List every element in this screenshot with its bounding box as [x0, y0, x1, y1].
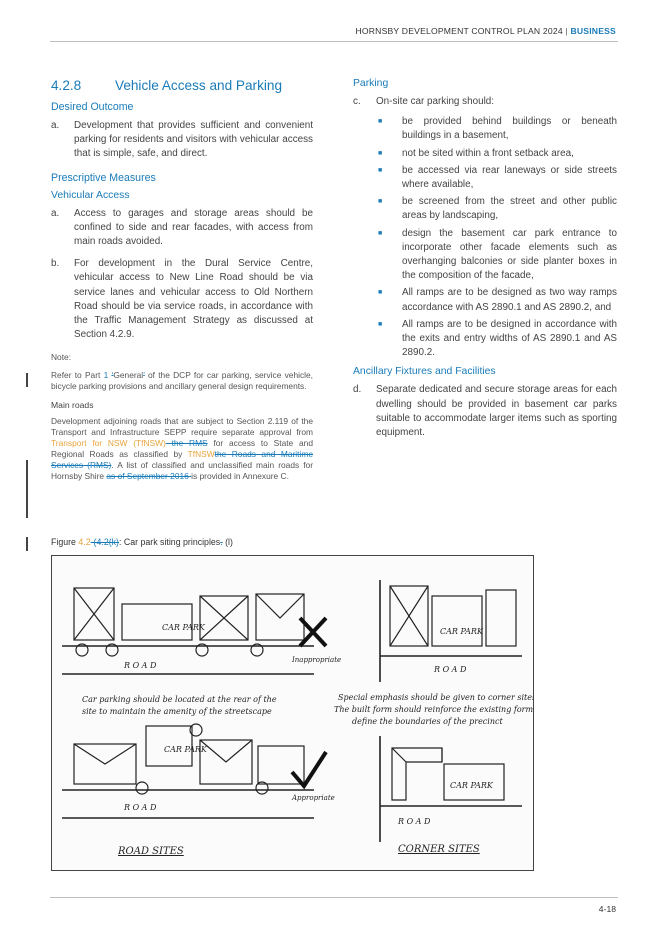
svg-text:R O A D: R O A D	[123, 661, 157, 670]
header-rule	[50, 41, 618, 42]
bullet-item: ■be screened from the street and other p…	[378, 196, 617, 222]
change-bar	[26, 373, 28, 387]
note-paragraph: Refer to Part 1 ‘General’ of the DCP for…	[51, 370, 313, 392]
svg-text:R O A D: R O A D	[123, 803, 157, 812]
vehicular-access-heading: Vehicular Access	[51, 189, 130, 201]
desired-outcome-heading: Desired Outcome	[51, 101, 134, 113]
parking-bullet-list: ■be provided behind buildings or beneath…	[353, 115, 617, 360]
ancillary-heading: Ancillary Fixtures and Facilities	[353, 366, 496, 378]
inappropriate-cross-icon	[298, 616, 328, 648]
bullet-item: ■design the basement car park entrance t…	[378, 227, 617, 282]
svg-text:R O A D: R O A D	[397, 817, 431, 826]
road-site-inappropriate-sketch	[62, 587, 314, 675]
bullet-item: ■not be sited within a front setback are…	[378, 147, 574, 159]
svg-text:The built form should reinforc: The built form should reinforce the exis…	[334, 705, 533, 714]
parking-heading: Parking	[353, 78, 389, 89]
prescriptive-heading: Prescriptive Measures	[51, 171, 156, 184]
svg-text:CORNER SITES: CORNER SITES	[398, 844, 480, 855]
running-header: HORNSBY DEVELOPMENT CONTROL PLAN 2024 | …	[355, 26, 616, 36]
svg-text:Inappropriate: Inappropriate	[291, 656, 341, 664]
svg-text:CAR PARK: CAR PARK	[450, 781, 494, 790]
change-bar	[26, 460, 28, 518]
header-section: BUSINESS	[570, 26, 616, 36]
main-roads-heading: Main roads	[51, 400, 94, 411]
list-item: d. Separate dedicated and secure storage…	[353, 384, 617, 439]
section-title: Vehicle Access and Parking	[115, 78, 283, 93]
main-roads-paragraph: Development adjoining roads that are sub…	[51, 416, 314, 482]
header-separator: |	[565, 26, 568, 36]
car-park-siting-sketch: CAR PARK CAR PARK CAR PARK CAR PARK R O …	[62, 580, 543, 857]
svg-text:define the boundaries of the p: define the boundaries of the precinct	[352, 717, 503, 726]
bullet-item: ■All ramps are to be designed in accorda…	[378, 318, 617, 359]
left-column: 4.2.8 Vehicle Access and Parking Desired…	[51, 78, 313, 490]
list-item: c. On-site car parking should:	[353, 96, 495, 107]
bullet-item: ■be accessed via rear laneways or side s…	[378, 164, 617, 191]
svg-text:R O A D: R O A D	[433, 665, 467, 674]
svg-text:Appropriate: Appropriate	[291, 794, 335, 802]
corner-site-appropriate-sketch	[379, 736, 522, 842]
road-site-appropriate-sketch	[62, 723, 314, 819]
change-bar	[26, 537, 28, 551]
figure-image: CAR PARK CAR PARK CAR PARK CAR PARK R O …	[51, 555, 543, 871]
bullet-item: ■All ramps are to be designed as two way…	[378, 287, 617, 313]
document-title: HORNSBY DEVELOPMENT CONTROL PLAN 2024	[355, 26, 563, 36]
svg-text:Special emphasis should be giv: Special emphasis should be given to corn…	[338, 693, 533, 702]
list-item: a. Access to garages and storage areas s…	[51, 207, 313, 248]
svg-text:Car parking should be located: Car parking should be located at the rea…	[82, 695, 277, 704]
section-heading: 4.2.8 Vehicle Access and Parking	[51, 78, 313, 93]
page-number: 4-18	[598, 904, 616, 914]
svg-text:site to maintain the amenity o: site to maintain the amenity of the stre…	[82, 707, 272, 716]
svg-text:CAR PARK: CAR PARK	[164, 745, 208, 754]
note-label: Note:	[51, 352, 72, 363]
corner-site-inappropriate-sketch	[379, 580, 522, 682]
svg-text:CAR PARK: CAR PARK	[440, 627, 484, 636]
section-number: 4.2.8	[51, 78, 82, 93]
list-item: a. Development that provides sufficient …	[51, 120, 313, 160]
footer-rule	[50, 897, 618, 898]
list-item: b. For development in the Dural Service …	[51, 258, 313, 341]
appropriate-check-icon	[290, 750, 328, 790]
svg-text:CAR PARK: CAR PARK	[162, 623, 206, 632]
bullet-item: ■be provided behind buildings or beneath…	[378, 116, 617, 142]
figure-caption: Figure 4.2-(4.2(k): Car park siting prin…	[51, 537, 233, 547]
right-column: Parking c. On-site car parking should: ■…	[353, 78, 617, 448]
svg-text:ROAD SITES: ROAD SITES	[117, 846, 184, 857]
